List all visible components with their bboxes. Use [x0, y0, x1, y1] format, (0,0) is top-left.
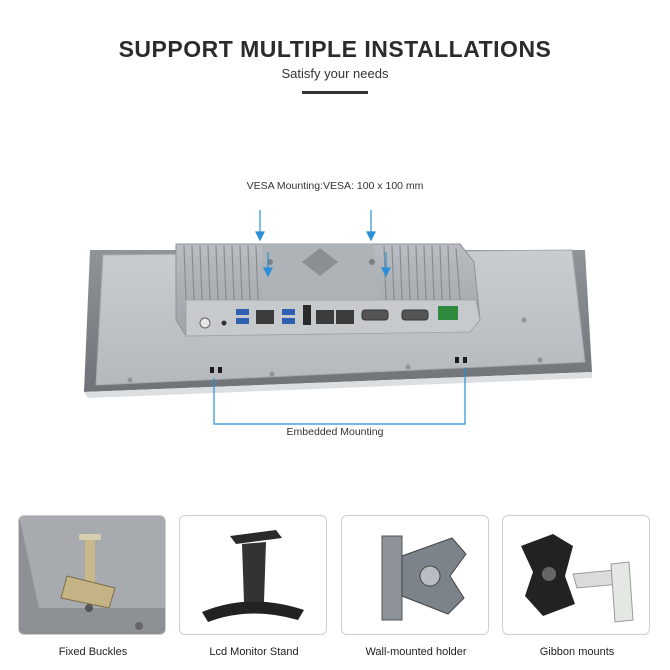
mount-caption: Wall-mounted holder [365, 646, 467, 658]
vesa-diamond [302, 248, 338, 276]
mount-caption: Gibbon mounts [539, 646, 615, 658]
page-subtitle: Satisfy your needs [281, 66, 389, 81]
embedded-slot [455, 357, 459, 363]
hdmi-port-icon [303, 305, 311, 325]
embedded-mounting-label: Embedded Mounting [286, 426, 384, 438]
com-port-icon [361, 309, 389, 321]
usb-port-icon [236, 318, 249, 324]
mount-caption: Fixed Buckles [58, 646, 128, 658]
mount-card-gibbon-mounts [502, 515, 650, 635]
power-button-icon [199, 317, 211, 329]
lan-port-icon [316, 310, 334, 324]
stand-icon [202, 530, 304, 622]
page-title: SUPPORT MULTIPLE INSTALLATIONS [118, 36, 552, 62]
embedded-slot [210, 367, 214, 373]
embedded-bracket [213, 368, 466, 425]
dc-power-connector-icon [438, 306, 458, 320]
wall-mount-icon [381, 535, 467, 621]
bracket-icon [19, 516, 165, 634]
embedded-slot [218, 367, 222, 373]
mount-card-fixed-buckles [18, 515, 166, 635]
panel-pc-rear-view [84, 210, 592, 425]
title-underline [302, 91, 368, 94]
lan-port-icon [336, 310, 354, 324]
vesa-arrows [255, 210, 391, 278]
panel-screws [127, 317, 543, 383]
embedded-slot [463, 357, 467, 363]
usb-port-icon [282, 318, 295, 324]
usb-port-icon [282, 309, 295, 315]
mount-card-wall-mounted-holder [341, 515, 489, 635]
mount-caption: Lcd Monitor Stand [209, 646, 299, 658]
audio-jack-icon [221, 320, 227, 326]
com-port-icon [401, 309, 429, 321]
vesa-hole [369, 259, 375, 265]
usb-port-icon [236, 309, 249, 315]
mount-card-lcd-monitor-stand [179, 515, 327, 635]
lan-port-icon [256, 310, 274, 324]
arm-mount-icon [521, 534, 634, 623]
vesa-mounting-label: VESA Mounting:VESA: 100 x 100 mm [246, 180, 424, 192]
